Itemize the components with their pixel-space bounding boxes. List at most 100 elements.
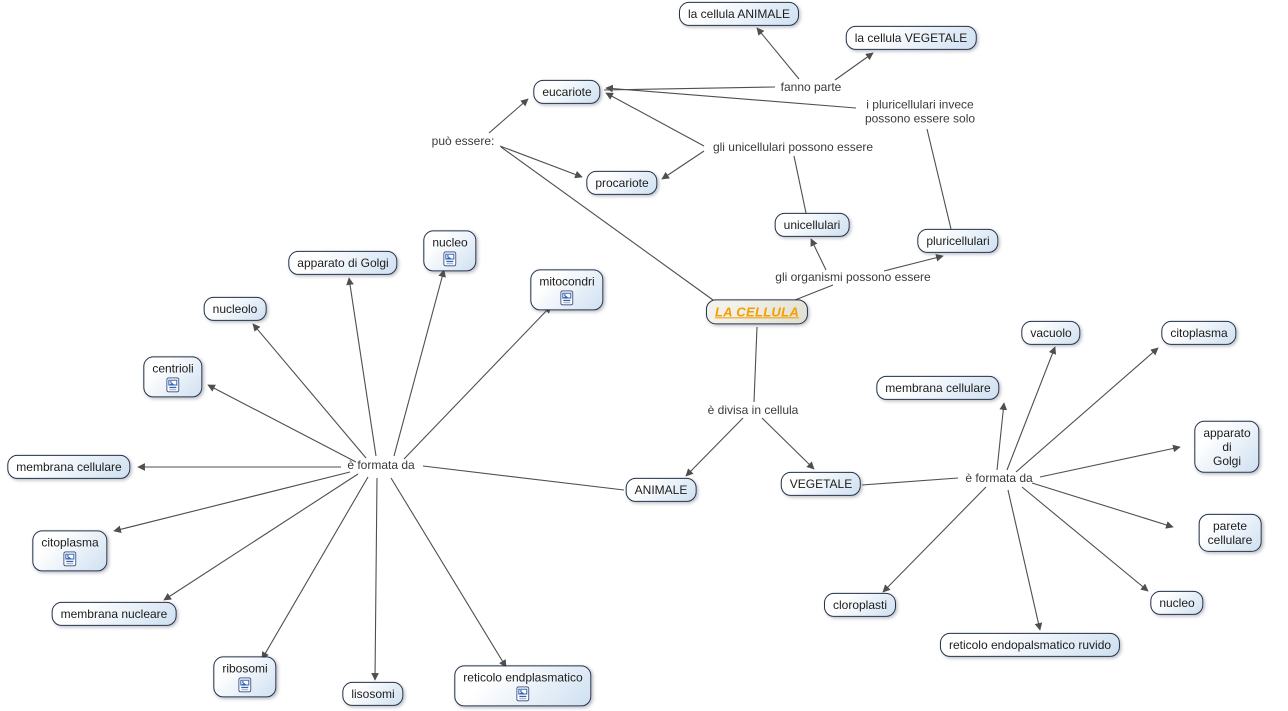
concept-reticolo-endplasmatico-label: reticolo endplasmatico	[463, 670, 583, 685]
edge-link-fanno-parte-to-concept-cellula-vegetale	[834, 52, 874, 81]
edge-concept-pluricellulari-to-link-pluricellulari-possono-essere-solo	[926, 128, 952, 230]
concept-nucleo-animale[interactable]: nucleo	[423, 230, 477, 272]
concept-reticolo-endopalsmatico-ruvido[interactable]: reticolo endopalsmatico ruvido	[939, 632, 1121, 658]
edge-link-formata-da-animale-to-concept-nucleolo	[252, 323, 367, 459]
concept-apparato-golgi-animale[interactable]: apparato di Golgi	[288, 250, 398, 276]
link-pluricellulari-possono-essere-solo[interactable]: i pluricellulari invece possono essere s…	[864, 97, 976, 126]
edge-link-formata-da-animale-to-concept-lisosomi	[371, 477, 379, 681]
concept-centrioli[interactable]: centrioli	[143, 356, 203, 398]
edge-link-formata-da-vegetale-to-concept-reticolo-endopalsmatico-ruvido	[1007, 489, 1043, 631]
concept-la-cellula[interactable]: LA CELLULA	[705, 299, 809, 325]
concept-nucleolo-label: nucleolo	[212, 301, 258, 316]
concept-reticolo-endplasmatico[interactable]: reticolo endplasmatico	[454, 665, 592, 707]
concept-citoplasma-animale-label: citoplasma	[41, 535, 99, 550]
edge-link-puo-essere-to-concept-eucariote	[488, 98, 529, 134]
concept-reticolo-endopalsmatico-ruvido-label: reticolo endopalsmatico ruvido	[948, 637, 1112, 652]
concept-membrana-cellulare-vegetale-label: membrana cellulare	[885, 380, 991, 395]
link-unicellulari-possono-essere[interactable]: gli unicellulari possono essere	[712, 139, 874, 154]
edge-link-pluricellulari-possono-essere-solo-to-concept-eucariote	[605, 84, 857, 109]
link-puo-essere[interactable]: può essere:	[431, 133, 495, 148]
edge-concept-vegetale-to-link-formata-da-vegetale	[861, 477, 959, 486]
concept-vacuolo[interactable]: vacuolo	[1021, 320, 1081, 346]
concept-mitocondri[interactable]: mitocondri	[530, 269, 604, 311]
edge-link-divisa-in-cellula-to-concept-vegetale	[761, 417, 815, 470]
resource-icon[interactable]	[166, 377, 180, 393]
concept-animale[interactable]: ANIMALE	[625, 477, 697, 503]
concept-vegetale-label: VEGETALE	[789, 476, 853, 491]
concept-membrana-nucleare-label: membrana nucleare	[60, 606, 168, 621]
concept-vacuolo-label: vacuolo	[1030, 325, 1072, 340]
concept-nucleo-vegetale-label: nucleo	[1159, 595, 1195, 610]
resource-icon[interactable]	[560, 290, 574, 306]
edge-concept-la-cellula-to-link-puo-essere	[500, 146, 714, 301]
resource-icon[interactable]	[63, 551, 77, 567]
concept-apparato-golgi-animale-label: apparato di Golgi	[297, 255, 389, 270]
edge-link-fanno-parte-to-concept-cellula-animale	[756, 27, 800, 80]
edge-link-organismi-possono-essere-to-concept-pluricellulari	[883, 253, 944, 272]
edge-link-formata-da-vegetale-to-concept-parete-cellulare	[1031, 482, 1174, 529]
link-formata-da-animale[interactable]: è formata da	[347, 457, 415, 472]
concept-membrana-cellulare-animale-label: membrana cellulare	[16, 459, 122, 474]
concept-ribosomi-label: ribosomi	[222, 661, 268, 676]
concept-apparato-golgi-vegetale-label: apparato di Golgi	[1203, 425, 1251, 469]
concept-membrana-cellulare-animale[interactable]: membrana cellulare	[7, 454, 131, 480]
concept-procariote-label: procariote	[595, 175, 649, 190]
edge-link-formata-da-animale-to-concept-membrana-nucleare	[163, 473, 359, 601]
edge-link-formata-da-animale-to-concept-apparato-golgi-animale	[346, 277, 377, 457]
concept-eucariote-label: eucariote	[542, 84, 592, 99]
edge-link-puo-essere-to-concept-procariote	[499, 145, 583, 179]
concept-pluricellulari-label: pluricellulari	[926, 233, 990, 248]
concept-parete-cellulare[interactable]: parete cellulare	[1198, 513, 1262, 553]
edge-link-formata-da-animale-to-concept-centrioli	[207, 384, 357, 463]
concept-cloroplasti-label: cloroplasti	[832, 597, 888, 612]
concept-mitocondri-label: mitocondri	[539, 274, 595, 289]
concept-procariote[interactable]: procariote	[586, 170, 658, 196]
edge-link-formata-da-vegetale-to-concept-cloroplasti	[882, 486, 987, 593]
concept-apparato-golgi-vegetale[interactable]: apparato di Golgi	[1194, 420, 1260, 474]
edge-link-divisa-in-cellula-to-concept-animale	[685, 417, 744, 477]
concept-lisosomi-label: lisosomi	[351, 686, 395, 701]
link-fanno-parte[interactable]: fanno parte	[780, 79, 842, 94]
edge-link-formata-da-vegetale-to-concept-citoplasma-vegetale	[1015, 347, 1159, 473]
concept-pluricellulari[interactable]: pluricellulari	[917, 228, 999, 254]
concept-lisosomi[interactable]: lisosomi	[342, 681, 404, 707]
concept-membrana-cellulare-vegetale[interactable]: membrana cellulare	[876, 375, 1000, 401]
concept-cellula-vegetale[interactable]: la cellula VEGETALE	[845, 25, 977, 51]
concept-parete-cellulare-label: parete cellulare	[1207, 518, 1253, 547]
concept-nucleolo[interactable]: nucleolo	[203, 296, 267, 322]
concept-cellula-animale-label: la cellula ANIMALE	[687, 6, 791, 21]
resource-icon[interactable]	[443, 251, 457, 267]
edge-concept-eucariote-to-link-fanno-parte	[603, 86, 776, 91]
concept-vegetale[interactable]: VEGETALE	[780, 471, 862, 497]
edge-concept-unicellulari-to-link-unicellulari-possono-essere	[793, 155, 807, 214]
concept-cloroplasti[interactable]: cloroplasti	[823, 592, 897, 618]
edge-link-formata-da-vegetale-to-concept-membrana-cellulare-vegetale	[996, 402, 1008, 471]
edge-concept-animale-to-link-formata-da-animale	[422, 465, 625, 491]
link-divisa-in-cellula[interactable]: è divisa in cellula	[707, 402, 799, 417]
link-formata-da-vegetale[interactable]: è formata da	[965, 470, 1033, 485]
concept-la-cellula-label: LA CELLULA	[714, 304, 800, 320]
concept-unicellulari[interactable]: unicellulari	[774, 212, 850, 238]
concept-citoplasma-animale[interactable]: citoplasma	[32, 530, 108, 572]
resource-icon[interactable]	[516, 686, 530, 702]
edge-link-unicellulari-possono-essere-to-concept-procariote	[661, 150, 705, 180]
concept-citoplasma-vegetale-label: citoplasma	[1170, 325, 1228, 340]
concept-citoplasma-vegetale[interactable]: citoplasma	[1161, 320, 1237, 346]
edge-link-formata-da-vegetale-to-concept-nucleo-vegetale	[1021, 486, 1149, 592]
concept-centrioli-label: centrioli	[152, 361, 194, 376]
link-organismi-possono-essere[interactable]: gli organismi possono essere	[775, 269, 931, 284]
edge-link-unicellulari-possono-essere-to-concept-eucariote	[605, 92, 705, 147]
concept-nucleo-vegetale[interactable]: nucleo	[1150, 590, 1204, 616]
resource-icon[interactable]	[238, 677, 252, 693]
edge-link-formata-da-animale-to-concept-mitocondri	[403, 305, 552, 460]
concept-eucariote[interactable]: eucariote	[533, 79, 601, 105]
concept-ribosomi[interactable]: ribosomi	[213, 656, 277, 698]
edge-link-organismi-possono-essere-to-concept-unicellulari	[810, 238, 827, 271]
concept-nucleo-animale-label: nucleo	[432, 235, 468, 250]
concept-cellula-animale[interactable]: la cellula ANIMALE	[678, 1, 800, 27]
concept-membrana-nucleare[interactable]: membrana nucleare	[51, 601, 177, 627]
edge-link-formata-da-animale-to-concept-citoplasma-animale	[113, 471, 351, 534]
edge-concept-la-cellula-to-link-divisa-in-cellula	[753, 326, 758, 403]
concept-cellula-vegetale-label: la cellula VEGETALE	[854, 30, 968, 45]
